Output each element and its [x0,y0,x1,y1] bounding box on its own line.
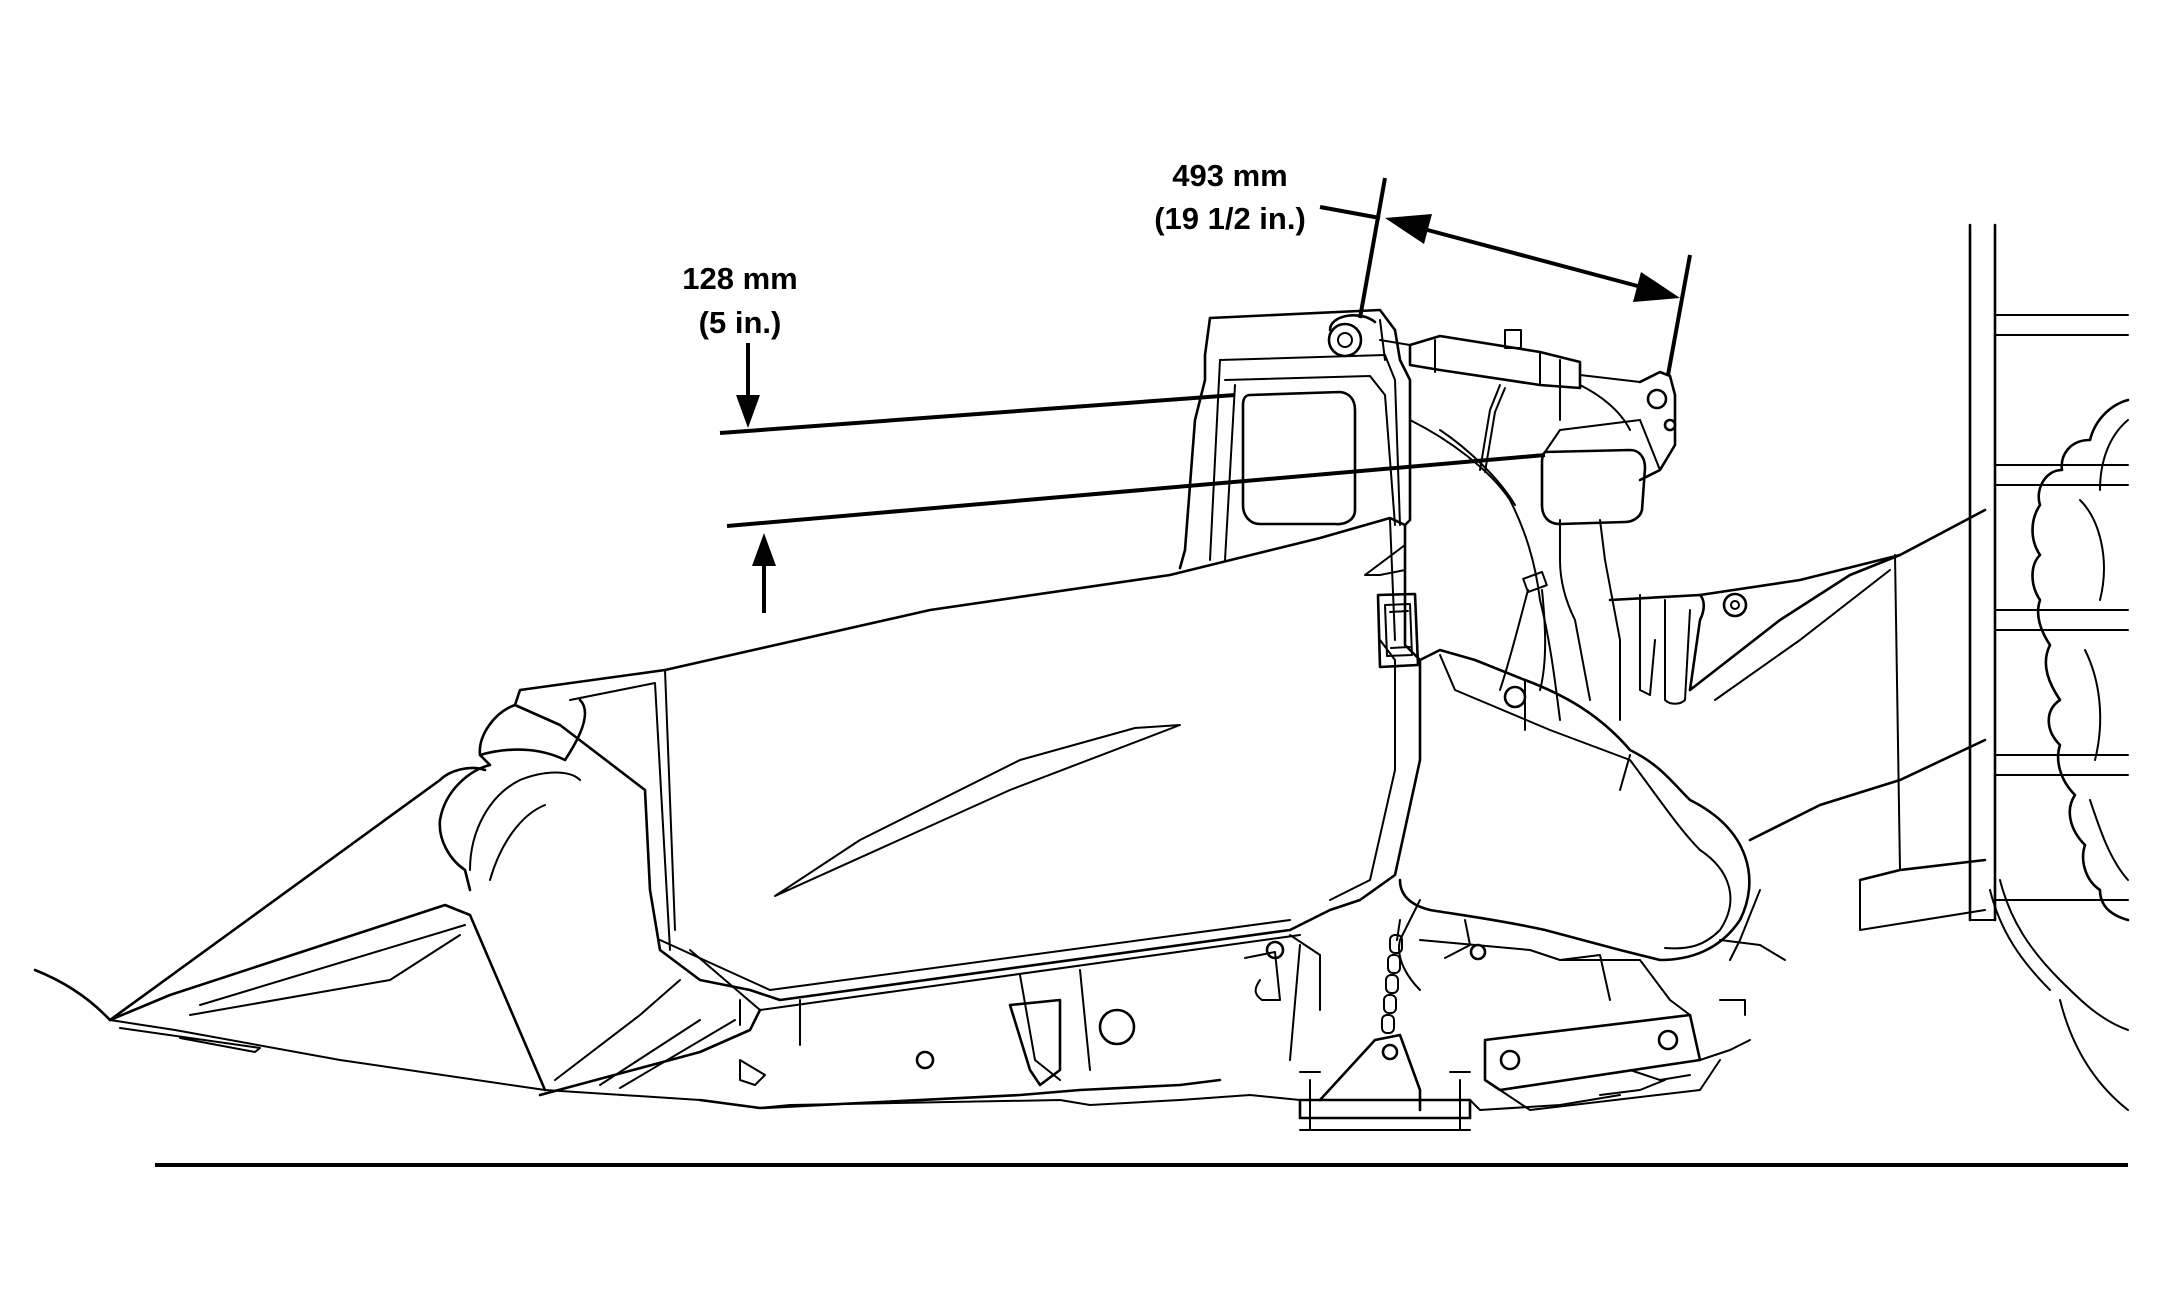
divider-snout [33,698,766,1109]
leader-line [1319,205,1381,220]
extension-line-right [1666,254,1692,376]
rear-frame [1968,223,2129,922]
gathering-cone [1398,648,1751,991]
extension-line-left [1358,177,1387,319]
lift-cylinder [1327,314,1677,482]
rear-bracket [1409,419,1661,721]
dimension-493mm-imperial: (19 1/2 in.) [1154,201,1306,236]
dimension-line [1419,226,1646,290]
arrow-down-head [736,395,760,428]
dimension-128mm-metric: 128 mm [682,261,797,296]
undercarriage [698,919,1751,1131]
dimension-128mm-imperial: (5 in.) [699,305,782,340]
arrow-right-head [1633,272,1680,302]
header-body [513,516,1422,1097]
rear-wheel [1989,398,2130,1111]
arrow-up-head [752,533,776,566]
reference-line-lower [726,453,1546,528]
dimension-493mm: 493 mm (19 1/2 in.) [1154,158,1692,376]
arrow-left-head [1385,214,1432,244]
upright-panel [1178,308,1420,669]
reference-line-upper [719,393,1236,435]
feeder-housing [1608,508,1987,961]
dimension-128mm: 128 mm (5 in.) [682,261,1546,613]
dimension-493mm-metric: 493 mm [1172,158,1287,193]
